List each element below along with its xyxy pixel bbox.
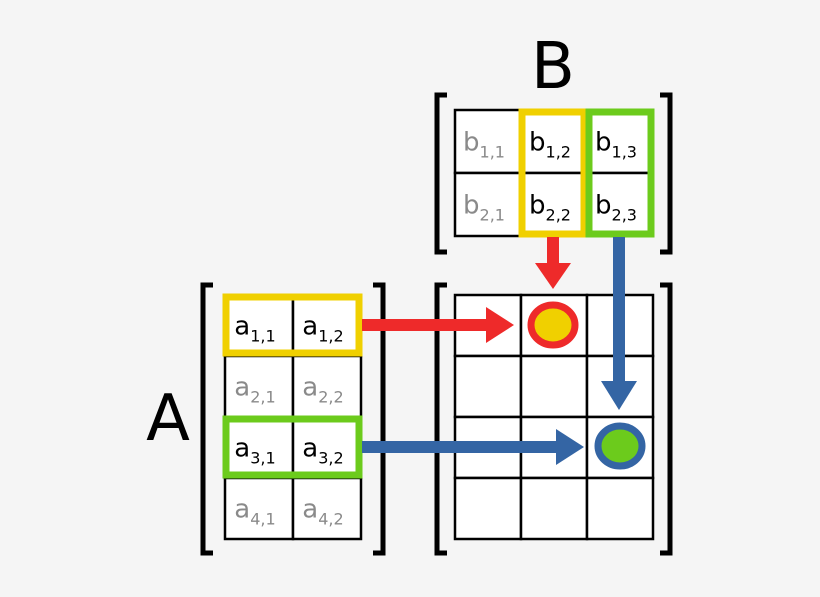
entry-subscript: 2,1 [480,206,505,225]
matrix-a-entry: a1,1 [234,312,275,346]
matrix-a-entry: a2,1 [234,373,275,407]
matrix-b-entry: b1,2 [529,128,571,162]
entry-subscript: 1,2 [318,327,343,346]
entry-subscript: 1,2 [546,143,571,162]
result-right-bracket [660,282,673,556]
matrix-a-cell-3-2: a3,2 [291,415,363,480]
entry-subscript: 1,3 [612,143,637,162]
matrix-a-cell-1-1: a1,1 [223,293,295,358]
entry-letter: a [234,495,250,525]
result-cell-2-1 [453,354,523,419]
matrix-b-entry: b2,2 [529,191,571,225]
entry-subscript: 1,1 [480,143,505,162]
matrix-a-cell-1-2: a1,2 [291,293,363,358]
red-column-arrow [535,237,571,289]
matrix-b-entry: b2,1 [463,191,505,225]
matrix-b-cell-2-1: b2,1 [453,171,523,238]
matrix-a-entry: a2,2 [302,373,343,407]
matrix-a-entry: a3,2 [302,434,343,468]
row-1-highlight [222,293,363,357]
matrix-b-entry: b1,1 [463,128,505,162]
matrix-a-entry: a3,1 [234,434,275,468]
entry-letter: b [529,128,546,158]
matrix-b-left-bracket [434,92,447,255]
red-row-arrow [362,307,514,343]
entry-letter: b [595,191,612,221]
result-cell-4-2 [519,476,589,541]
entry-subscript: 3,2 [318,449,343,468]
entry-letter: a [302,312,318,342]
column-2-highlight [518,108,588,238]
entry-subscript: 2,3 [612,206,637,225]
entry-subscript: 2,1 [250,388,275,407]
result-cell-1-2-marker [527,301,579,349]
entry-letter: b [463,191,480,221]
entry-letter: a [302,373,318,403]
matrix-b-right-bracket [660,92,673,255]
result-cell-3-3-marker [594,422,646,470]
blue-column-arrow [601,237,637,410]
matrix-a-entry: a4,2 [302,495,343,529]
entry-letter: a [302,434,318,464]
matrix-b-cell-2-3: b2,3 [585,171,655,238]
entry-subscript: 2,2 [546,206,571,225]
entry-letter: b [463,128,480,158]
matrix-a-cell-2-1: a2,1 [223,354,295,419]
entry-letter: b [529,191,546,221]
matrix-b-cell-1-3: b1,3 [585,108,655,175]
matrix-b-label: B [531,30,575,104]
result-cell-4-1 [453,476,523,541]
entry-letter: a [234,312,250,342]
matrix-b-cell-1-2: b1,2 [519,108,589,175]
entry-subscript: 4,2 [318,510,343,529]
entry-subscript: 3,1 [250,449,275,468]
entry-letter: a [234,373,250,403]
matrix-a-entry: a1,2 [302,312,343,346]
column-3-highlight [585,108,655,238]
result-cell-2-2 [519,354,589,419]
matrix-a-cell-3-1: a3,1 [223,415,295,480]
result-cell-4-3 [585,476,655,541]
matrix-a-cell-4-1: a4,1 [223,476,295,541]
matrix-b-entry: b2,3 [595,191,637,225]
matrix-a-left-bracket [200,282,213,556]
matrix-a-cell-4-2: a4,2 [291,476,363,541]
entry-subscript: 1,1 [250,327,275,346]
entry-letter: a [302,495,318,525]
entry-letter: b [595,128,612,158]
matrix-a-entry: a4,1 [234,495,275,529]
blue-row-arrow [362,429,584,465]
row-3-highlight [222,415,363,479]
matrix-b-entry: b1,3 [595,128,637,162]
matrix-a-label: A [146,382,190,456]
entry-subscript: 2,2 [318,388,343,407]
entry-letter: a [234,434,250,464]
matrix-a-right-bracket [373,282,386,556]
matrix-b-cell-2-2: b2,2 [519,171,589,238]
matrix-b-cell-1-1: b1,1 [453,108,523,175]
entry-subscript: 4,1 [250,510,275,529]
result-left-bracket [434,282,447,556]
matrix-a-cell-2-2: a2,2 [291,354,363,419]
